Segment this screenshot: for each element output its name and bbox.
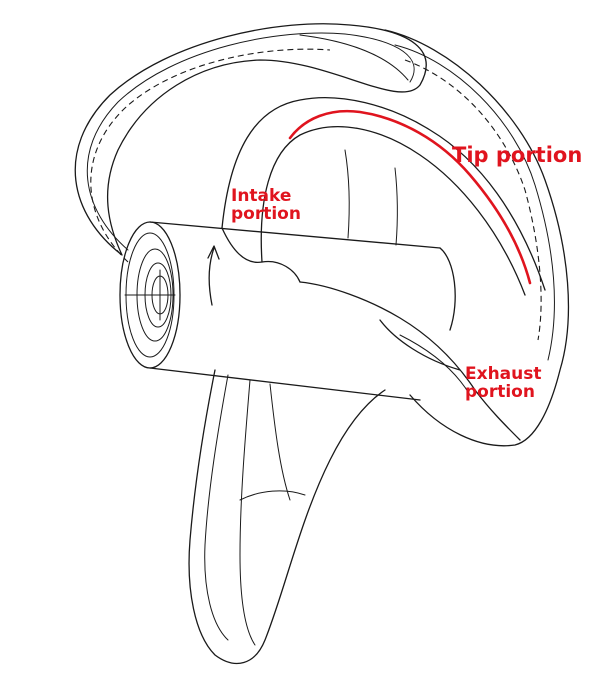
lower-blade [188, 369, 386, 664]
intake-portion-label: Intake portion [231, 187, 301, 224]
intake-arch [221, 97, 546, 296]
exhaust-blade [299, 281, 521, 441]
exhaust-line1-text: Exhaust [465, 364, 542, 384]
tip-portion-text: Tip portion [452, 143, 583, 167]
exhaust-line2-text: portion [465, 382, 535, 403]
exhaust-portion-label: Exhaust portion [465, 365, 542, 402]
intake-line2-text: portion [231, 204, 301, 225]
right-blade [384, 29, 570, 447]
tip-highlight-curve [288, 109, 532, 285]
intake-line1-text: Intake [231, 186, 292, 206]
tip-portion-label: Tip portion [452, 144, 582, 167]
upper-blade [74, 23, 427, 263]
rotation-arrow-icon [207, 245, 220, 306]
hub-cylinder [119, 221, 456, 401]
